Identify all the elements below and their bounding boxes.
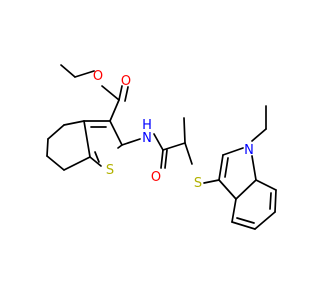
amide-nitrogen-label: N (142, 131, 152, 146)
ester-carbonyl-oxygen-label: O (121, 74, 131, 89)
indole-n-ethyl-bonds (251, 105, 267, 142)
amide-carbonyl-oxygen-label: O (151, 170, 161, 185)
thiophene-ring-bonds (83, 120, 123, 167)
molecule-canvas: O O N H S O S N (46, 64, 277, 230)
ester-ethyl-bonds (60, 64, 120, 101)
amide-linker-bonds (121, 117, 220, 184)
ester-carboxyl-bonds (109, 85, 129, 122)
cyclohexene-ring-bonds (46, 120, 91, 171)
thiophene-sulfur-label: S (106, 163, 114, 178)
thioether-sulfur-label: S (194, 176, 202, 191)
indole-nitrogen-label: N (244, 143, 254, 158)
ester-ether-oxygen-label: O (93, 69, 103, 84)
indole-benzene-bonds (231, 179, 277, 230)
indole-pyrrole-bonds (218, 147, 257, 200)
amide-hydrogen-label: H (142, 118, 152, 133)
molecule-structure: O O N H S O S N (46, 64, 277, 230)
